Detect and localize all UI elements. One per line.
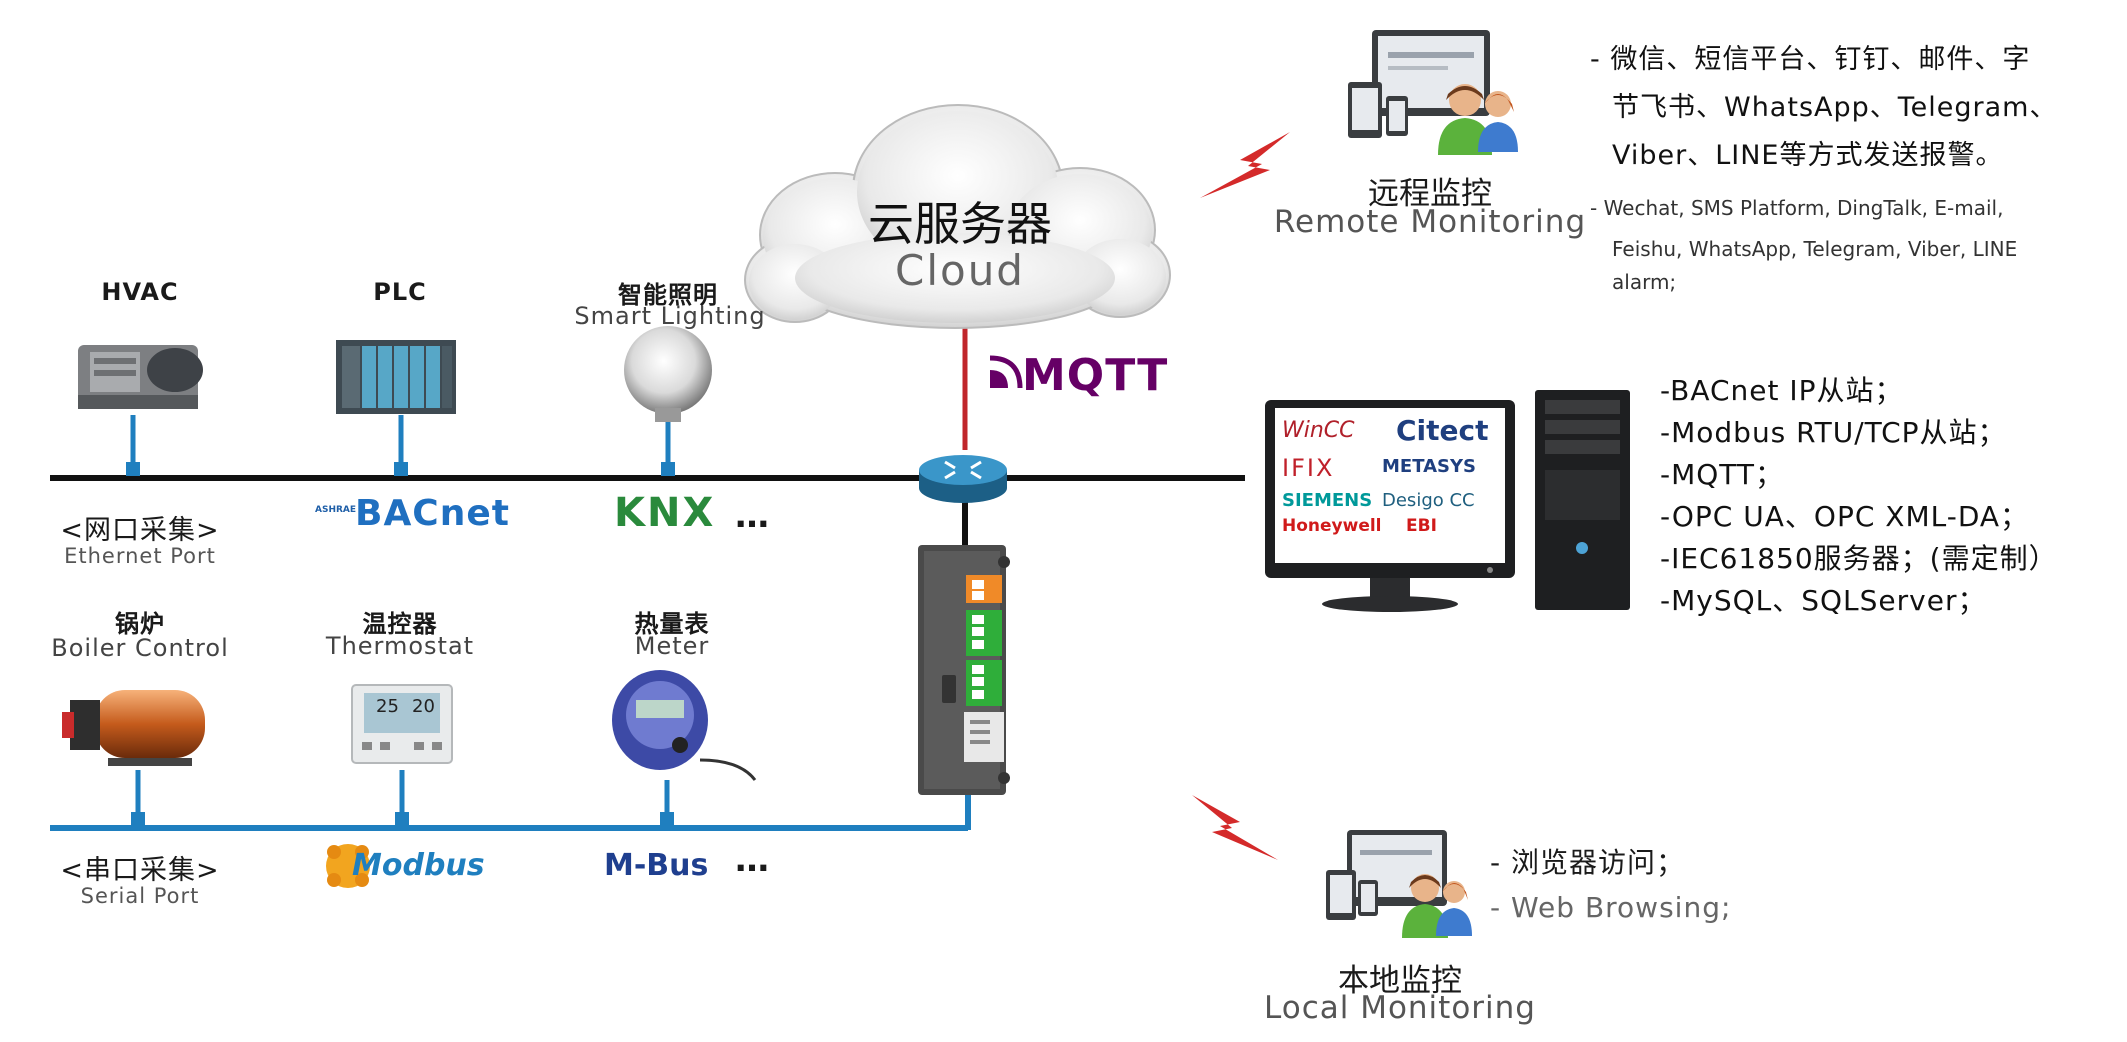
smart-lighting-subtitle: Smart Lighting bbox=[574, 302, 766, 330]
protocol-item: -IEC61850服务器；(需定制） bbox=[1660, 542, 2058, 575]
brand-desigo: Desigo CC bbox=[1382, 490, 1475, 511]
brand-ebi: EBI bbox=[1406, 516, 1437, 536]
modbus-logo: Modbus bbox=[352, 848, 485, 883]
boiler-image bbox=[62, 690, 205, 766]
alarm-en-line-2: Feishu, WhatsApp, Telegram, Viber, LINE bbox=[1612, 237, 2018, 261]
ethernet-port-subtitle: Ethernet Port bbox=[64, 544, 216, 568]
alarm-cn-line-2: 节飞书、WhatsApp、Telegram、 bbox=[1612, 92, 2058, 123]
web-access-cn: - 浏览器访问； bbox=[1490, 846, 1686, 879]
bacnet-ashrae-badge: ASHRAE bbox=[315, 505, 357, 515]
mbus-logo: M-Bus bbox=[604, 848, 709, 883]
cloud-shape bbox=[744, 104, 1171, 329]
web-access-block: - 浏览器访问； - Web Browsing; bbox=[1490, 840, 1910, 930]
thermostat-image bbox=[351, 684, 453, 764]
scada-protocol-list: -BACnet IP从站； -Modbus RTU/TCP从站； -MQTT； … bbox=[1660, 370, 2120, 622]
protocol-item: -MQTT； bbox=[1660, 458, 1785, 491]
plc-title: PLC bbox=[373, 278, 427, 306]
gateway-device bbox=[918, 545, 1010, 795]
brand-honeywell: Honeywell bbox=[1282, 516, 1382, 536]
protocol-item: -OPC UA、OPC XML-DA； bbox=[1660, 500, 2030, 533]
thermostat-display-left: 25 bbox=[376, 696, 399, 717]
thermostat-display-right: 20 bbox=[412, 696, 435, 717]
alarm-cn-line-3: Viber、LINE等方式发送报警。 bbox=[1612, 140, 2004, 171]
mqtt-signal-icon bbox=[989, 355, 1023, 389]
web-access-en: - Web Browsing; bbox=[1490, 891, 1732, 924]
remote-monitoring-title: 远程监控 bbox=[1368, 176, 1492, 212]
meter-title: 热量表 bbox=[634, 610, 710, 638]
remote-monitoring-subtitle: Remote Monitoring bbox=[1273, 204, 1587, 240]
serial-port-title: <串口采集> bbox=[60, 855, 220, 886]
ethernet-port-title: <网口采集> bbox=[60, 515, 220, 546]
brand-ifix: IFIX bbox=[1282, 454, 1335, 482]
mqtt-label: MQTT bbox=[1022, 350, 1169, 401]
boiler-subtitle: Boiler Control bbox=[51, 634, 229, 662]
serial-protocol-more: … bbox=[735, 840, 769, 880]
smart-lighting-title: 智能照明 bbox=[618, 281, 718, 309]
alarm-en-line-3: alarm; bbox=[1612, 270, 1677, 294]
ethernet-protocol-more: … bbox=[735, 496, 769, 536]
protocol-item: -MySQL、SQLServer； bbox=[1660, 584, 1987, 617]
hvac-drop-node bbox=[126, 462, 140, 476]
protocol-item: -BACnet IP从站； bbox=[1660, 374, 1904, 407]
remote-monitor-image bbox=[1348, 30, 1518, 155]
brand-metasys: METASYS bbox=[1382, 456, 1476, 477]
local-monitor-image bbox=[1326, 830, 1472, 938]
serial-port-subtitle: Serial Port bbox=[80, 884, 200, 908]
alarm-cn-line-1: - 微信、短信平台、钉钉、邮件、字 bbox=[1590, 44, 2031, 75]
local-monitoring-subtitle: Local Monitoring bbox=[1264, 990, 1536, 1026]
thermostat-subtitle: Thermostat bbox=[325, 632, 475, 660]
thermostat-drop-node bbox=[395, 812, 409, 826]
meter-subtitle: Meter bbox=[634, 632, 710, 660]
protocol-item: -Modbus RTU/TCP从站； bbox=[1660, 416, 2007, 449]
plc-image bbox=[336, 340, 456, 414]
bacnet-logo: BACnet bbox=[355, 493, 510, 534]
heat-meter-image bbox=[612, 670, 757, 781]
alarm-channels-en: - Wechat, SMS Platform, DingTalk, E-mail… bbox=[1590, 188, 2110, 294]
cloud-title-cn: 云服务器 bbox=[868, 197, 1052, 251]
local-monitoring-title: 本地监控 bbox=[1338, 963, 1462, 999]
cloud-title-en: Cloud bbox=[895, 246, 1025, 295]
scada-monitor-image bbox=[1265, 400, 1515, 612]
brand-citect: Citect bbox=[1396, 414, 1489, 447]
lightning-icon-local bbox=[1192, 795, 1278, 860]
meter-drop-node bbox=[660, 812, 674, 826]
scada-brand-panel: WinCC Citect IFIX METASYS SIEMENS Desigo… bbox=[1278, 410, 1503, 560]
hvac-chiller-image bbox=[78, 345, 203, 409]
brand-siemens: SIEMENS bbox=[1282, 490, 1373, 511]
plc-drop-node bbox=[394, 462, 408, 476]
hvac-title: HVAC bbox=[101, 278, 179, 306]
modbus-logo-graphic bbox=[326, 844, 370, 888]
boiler-title: 锅炉 bbox=[115, 610, 165, 638]
lightning-icon-remote bbox=[1200, 132, 1290, 198]
boiler-drop-node bbox=[131, 812, 145, 826]
lighting-drop-node bbox=[661, 462, 675, 476]
alarm-channels-cn: - 微信、短信平台、钉钉、邮件、字 节飞书、WhatsApp、Telegram、… bbox=[1590, 36, 2090, 180]
brand-wincc: WinCC bbox=[1282, 418, 1355, 443]
knx-logo: KNX bbox=[614, 490, 716, 536]
alarm-en-line-1: - Wechat, SMS Platform, DingTalk, E-mail… bbox=[1590, 196, 2004, 220]
smart-light-bulb-image bbox=[624, 326, 712, 422]
thermostat-title: 温控器 bbox=[362, 610, 438, 638]
pc-tower-image bbox=[1535, 390, 1630, 610]
router-icon bbox=[919, 455, 1007, 503]
